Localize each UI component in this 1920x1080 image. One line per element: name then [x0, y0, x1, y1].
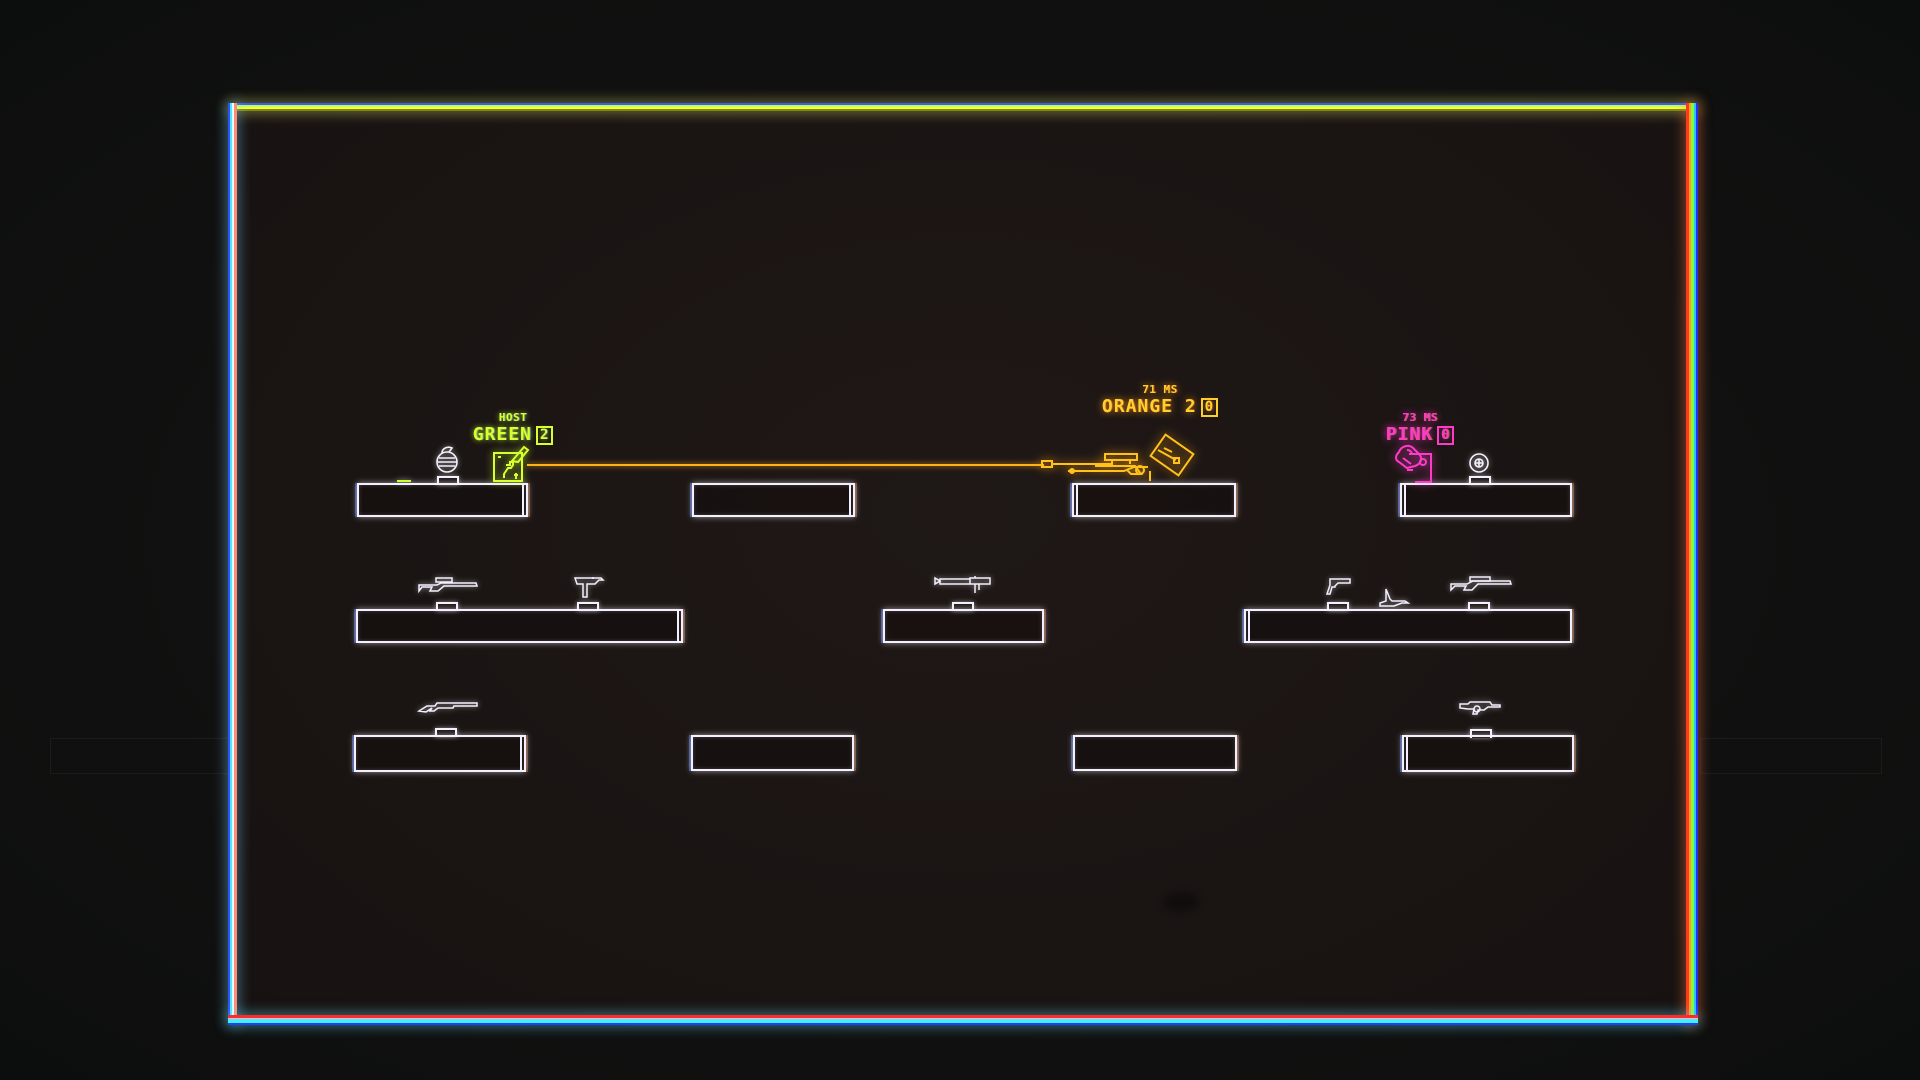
arena-border-left [228, 103, 237, 1025]
platform-top-3 [1072, 483, 1236, 517]
arena-border-top [228, 103, 1698, 111]
player-name-orange: ORANGE [1101, 396, 1173, 417]
uzi-icon[interactable] [573, 575, 605, 599]
spawn-pad-bottom-4 [1470, 729, 1492, 738]
score-green: 2 [535, 426, 554, 445]
spawn-pad-top-1 [437, 476, 459, 485]
spawn-pad-middle-3a [1327, 602, 1349, 611]
spawn-pad-middle-1b [577, 602, 599, 611]
platform-top-1 [357, 483, 528, 517]
platform-bottom-3 [1073, 735, 1237, 771]
shotgun-icon[interactable] [416, 700, 478, 714]
spawn-pad-bottom-1 [435, 728, 457, 737]
background-ghost-platform-right [1700, 738, 1882, 774]
laser-sight-beam [527, 464, 1044, 466]
arena-border-bottom [228, 1015, 1698, 1025]
ping-pink: 73 MS [1402, 411, 1438, 424]
platform-middle-3 [1244, 609, 1572, 643]
spawn-pad-middle-3b [1468, 602, 1490, 611]
platform-bottom-1 [354, 735, 526, 772]
ping-orange: 71 MS [1142, 383, 1178, 396]
dropped-bullet-icon [397, 479, 411, 484]
grenade-icon[interactable] [434, 444, 460, 474]
score-orange-extra: 0 [1200, 398, 1219, 417]
score-pink: 0 [1436, 426, 1455, 445]
spawn-pad-middle-1a [436, 602, 458, 611]
player-green [492, 443, 530, 483]
arena-frame [228, 103, 1698, 1025]
platform-top-4 [1400, 483, 1572, 517]
revolver-icon[interactable] [1325, 576, 1352, 596]
arena-border-right [1686, 103, 1698, 1025]
landmine-icon[interactable] [1468, 452, 1490, 474]
platform-middle-2 [883, 609, 1044, 643]
platform-bottom-4 [1402, 735, 1574, 772]
rocket-launcher-icon[interactable] [933, 575, 993, 595]
background-ghost-platform-left [50, 738, 232, 774]
dropped-pistol-icon[interactable] [1378, 588, 1411, 608]
sniper-rifle-icon[interactable] [418, 577, 479, 594]
score-orange: 2 [1184, 396, 1197, 417]
player-name-pink: PINK [1385, 424, 1433, 445]
smg-icon[interactable] [1458, 700, 1502, 716]
shadow-blob [1163, 893, 1199, 911]
spawn-pad-top-4 [1469, 476, 1491, 485]
assault-rifle-icon[interactable] [1450, 576, 1513, 594]
host-badge: HOST [498, 411, 528, 424]
player-pink [1393, 442, 1437, 484]
spawn-pad-middle-2 [952, 602, 974, 611]
platform-top-2 [692, 483, 855, 517]
platform-middle-1 [356, 609, 683, 643]
platform-bottom-2 [691, 735, 854, 771]
player-orange [1040, 433, 1195, 486]
player-name-green: GREEN [472, 424, 532, 445]
